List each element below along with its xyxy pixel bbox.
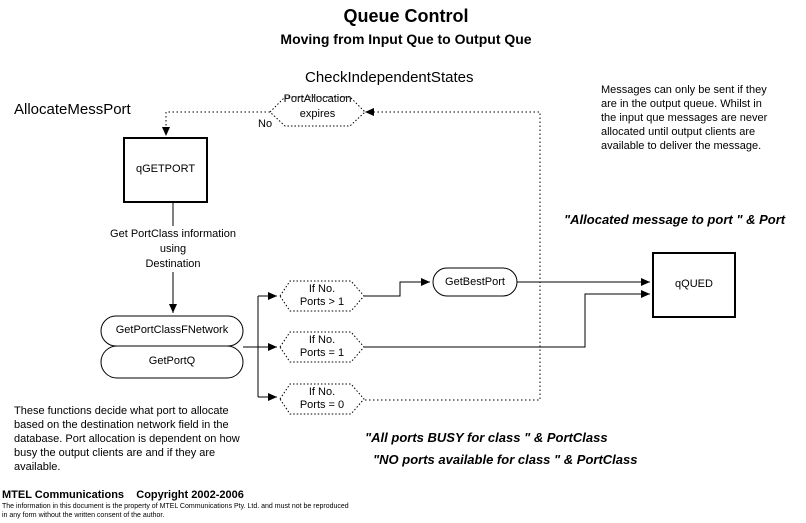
footer-disclaimer-line2: in any form without the written consent …: [2, 512, 165, 519]
decision-ports-eq-0: [279, 383, 365, 415]
qqued-label: qQUED: [675, 278, 713, 290]
qgetport-label: qGETPORT: [135, 163, 196, 175]
no-label: No: [258, 118, 273, 130]
decision-ports-eq-0-line2: Ports = 0: [299, 399, 345, 411]
getportq-label: GetPortQ: [148, 355, 196, 367]
page-subtitle: Moving from Input Que to Output Que: [280, 31, 532, 47]
decision-ports-gt-1-line1: If No.: [308, 283, 336, 295]
allocated-message-quote: "Allocated message to port " & Port: [564, 212, 786, 227]
check-independent-states-label: CheckIndependentStates: [305, 69, 474, 86]
get-portclass-info-line2: using: [103, 243, 243, 255]
decision-port-allocation-line1: PortAllocation: [283, 93, 352, 105]
qqued-box: [652, 252, 736, 318]
no-ports-available-quote: "NO ports available for class " & PortCl…: [373, 452, 638, 467]
footer-company: MTEL Communications Copyright 2002-2006: [2, 489, 244, 501]
get-portclass-info-line3: Destination: [103, 258, 243, 270]
get-portclass-info-line1: Get PortClass information: [103, 228, 243, 240]
getportclassfnetwork-label: GetPortClassFNetwork: [115, 324, 229, 336]
loop-back-connector: [361, 108, 541, 401]
decision-ports-gt-1-line2: Ports > 1: [299, 296, 345, 308]
qgetport-box: [123, 137, 208, 203]
allocate-mess-port-label: AllocateMessPort: [14, 101, 131, 118]
decision-ports-eq-0-line1: If No.: [308, 386, 336, 398]
decision-ports-eq-1-line1: If No.: [308, 334, 336, 346]
decision-port-allocation: [269, 96, 366, 127]
all-ports-busy-quote: "All ports BUSY for class " & PortClass: [365, 430, 608, 445]
getportq-shape: [100, 345, 244, 379]
output-queue-note: Messages can only be sent if they are in…: [601, 84, 768, 152]
decision-port-allocation-line2: expires: [299, 108, 336, 120]
page-title: Queue Control: [343, 6, 469, 26]
no-connector: [162, 111, 270, 136]
decision-ports-eq-1-line2: Ports = 1: [299, 347, 345, 359]
footer-disclaimer-line1: The information in this document is the …: [2, 503, 349, 510]
getbestport-label: GetBestPort: [445, 276, 505, 288]
functions-note: These functions decide what port to allo…: [14, 405, 240, 473]
